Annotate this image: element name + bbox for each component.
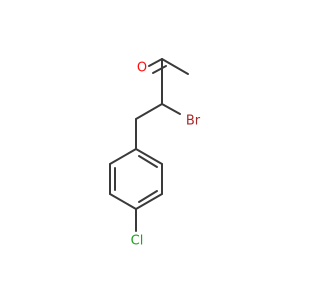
ring-bond-6 xyxy=(109,148,137,165)
molecule-drawing: O Br Cl xyxy=(109,58,201,249)
oxygen-label: O xyxy=(137,61,147,76)
bond-carbonyl-oxygen-1 xyxy=(148,58,163,67)
bond-methyl-carbonyl xyxy=(161,58,189,75)
ring-double-1 xyxy=(138,155,158,168)
bond-c3-ch2 xyxy=(135,103,163,120)
ring-bond-4 xyxy=(109,193,137,210)
ring-bond-1 xyxy=(135,148,163,165)
bond-carbonyl-oxygen-2 xyxy=(152,65,167,74)
structure-canvas: O Br Cl xyxy=(109,58,201,249)
ring-bond-3 xyxy=(135,193,163,210)
bond-c3-bromine xyxy=(161,103,181,115)
ring-double-2 xyxy=(138,190,158,203)
bromine-label: Br xyxy=(186,114,201,129)
chlorine-label: Cl xyxy=(131,234,144,249)
